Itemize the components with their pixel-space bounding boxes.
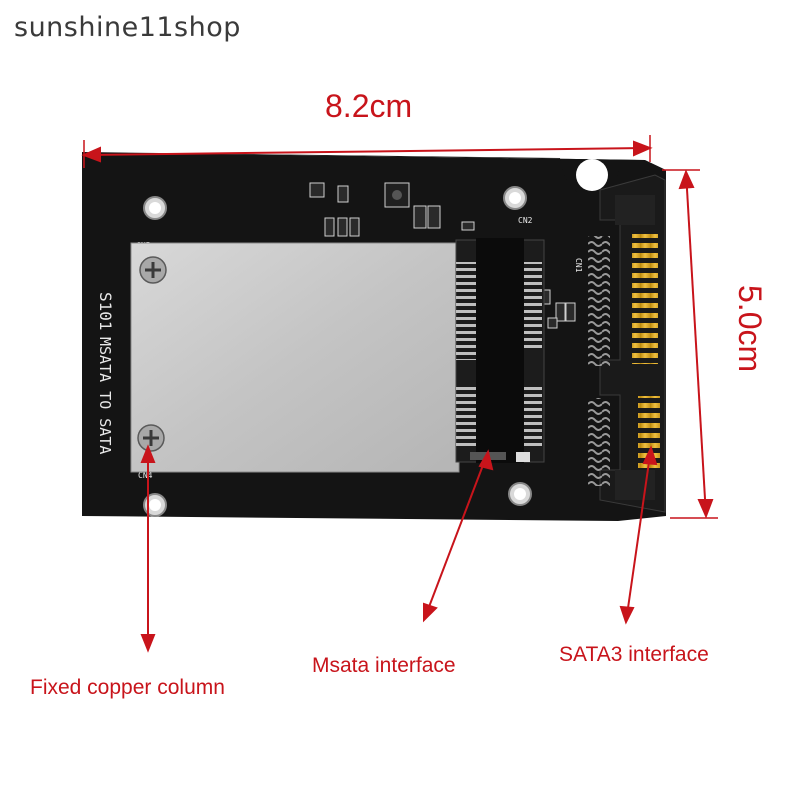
arrow-icon bbox=[423, 449, 494, 623]
arrow-icon bbox=[140, 444, 156, 653]
screw-icon bbox=[137, 424, 165, 452]
watermark: sunshine11shop bbox=[14, 12, 241, 43]
silk-cn1: CN1 bbox=[574, 258, 583, 273]
board-notch bbox=[576, 159, 608, 191]
width-dimension-arrow bbox=[81, 135, 653, 168]
copper-column-label: Fixed copper column bbox=[30, 676, 225, 699]
screw-icon bbox=[139, 256, 167, 284]
smd-components bbox=[309, 182, 576, 329]
silk-cn4: CN4 bbox=[138, 471, 153, 480]
msata-interface-label: Msata interface bbox=[312, 654, 456, 677]
height-dimension-arrow bbox=[662, 169, 718, 519]
sata3-interface-label: SATA3 interface bbox=[559, 643, 709, 666]
silk-model: S101 bbox=[96, 292, 115, 331]
arrow-icon bbox=[619, 445, 658, 625]
sata-connector-icon bbox=[588, 174, 666, 513]
msata-connector-icon bbox=[455, 238, 545, 463]
silk-title: MSATA TO SATA bbox=[96, 337, 114, 454]
silk-cn2: CN2 bbox=[518, 216, 533, 225]
width-dimension-label: 8.2cm bbox=[325, 88, 413, 124]
metal-plate bbox=[130, 242, 460, 473]
